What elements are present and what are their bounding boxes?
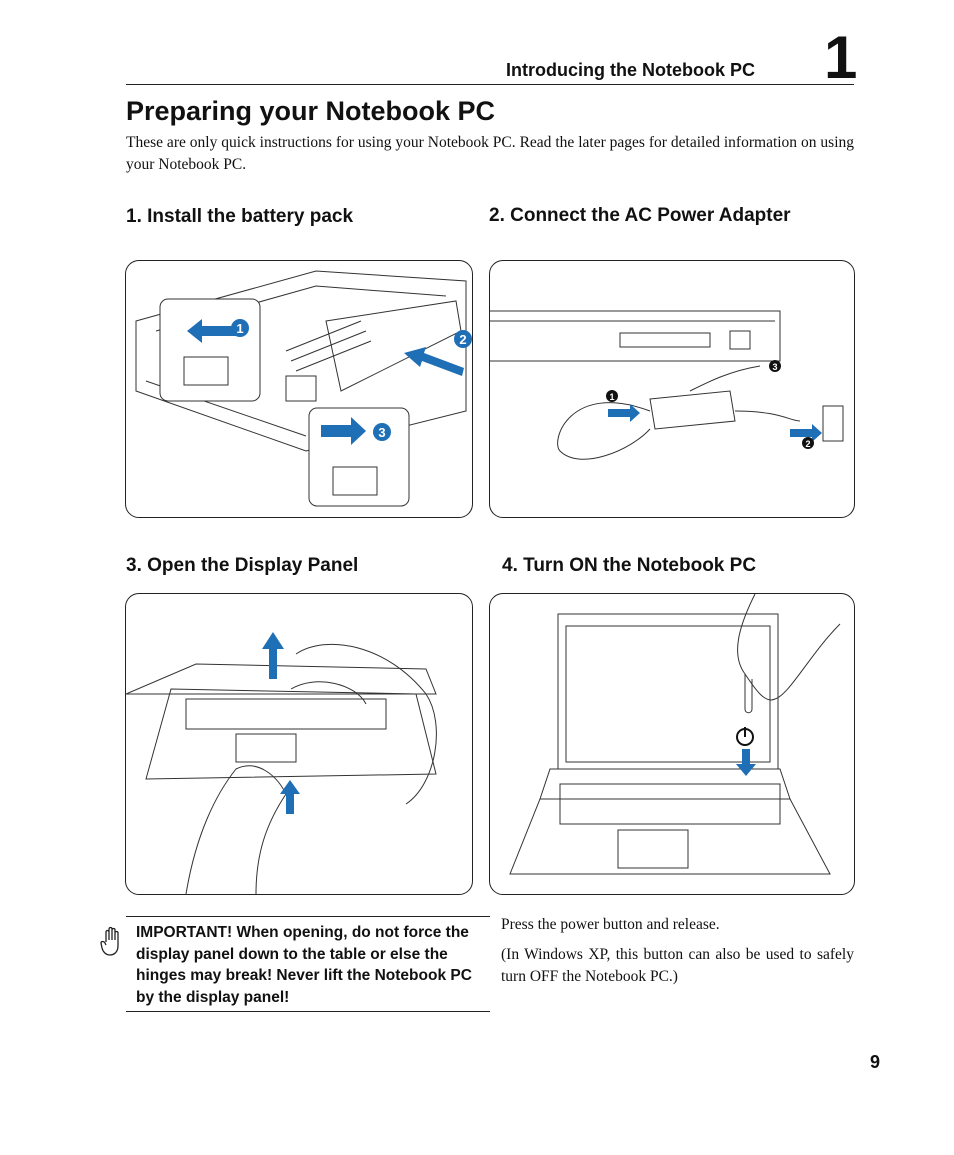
important-note: IMPORTANT! When opening, do not force th… [136,924,472,1006]
intro-paragraph: These are only quick instructions for us… [126,134,854,173]
adapter-callout-2: 2 [805,439,810,449]
step-1-heading: 1. Install the battery pack [126,206,354,227]
open-display-illustration [125,593,473,895]
adapter-callout-3: 3 [772,362,777,372]
hand-stop-icon [100,926,124,956]
battery-callout-3: 3 [378,425,385,440]
power-instruction: Press the power button and release. [501,916,720,933]
battery-illustration: 1 2 3 [125,260,473,518]
step-2-heading: 2. Connect the AC Power Adapter [489,205,791,226]
power-icon [736,727,754,746]
note-bottom-rule [126,1011,490,1012]
page-number: 9 [870,1052,881,1072]
battery-callout-2: 2 [459,332,466,347]
header-rule [126,84,854,85]
page-title: Preparing your Notebook PC [126,96,496,126]
battery-callout-1: 1 [236,321,243,336]
running-header-title: Introducing the Notebook PC [506,60,755,80]
chapter-number: 1 [824,24,858,91]
power-off-note: (In Windows XP, this button can also be … [501,946,854,985]
power-on-illustration [489,593,855,895]
ac-adapter-illustration: 1 2 3 [489,260,855,518]
step-4-heading: 4. Turn ON the Notebook PC [502,555,757,576]
step-3-heading: 3. Open the Display Panel [126,555,359,576]
adapter-callout-1: 1 [609,392,614,402]
note-top-rule [126,916,490,917]
